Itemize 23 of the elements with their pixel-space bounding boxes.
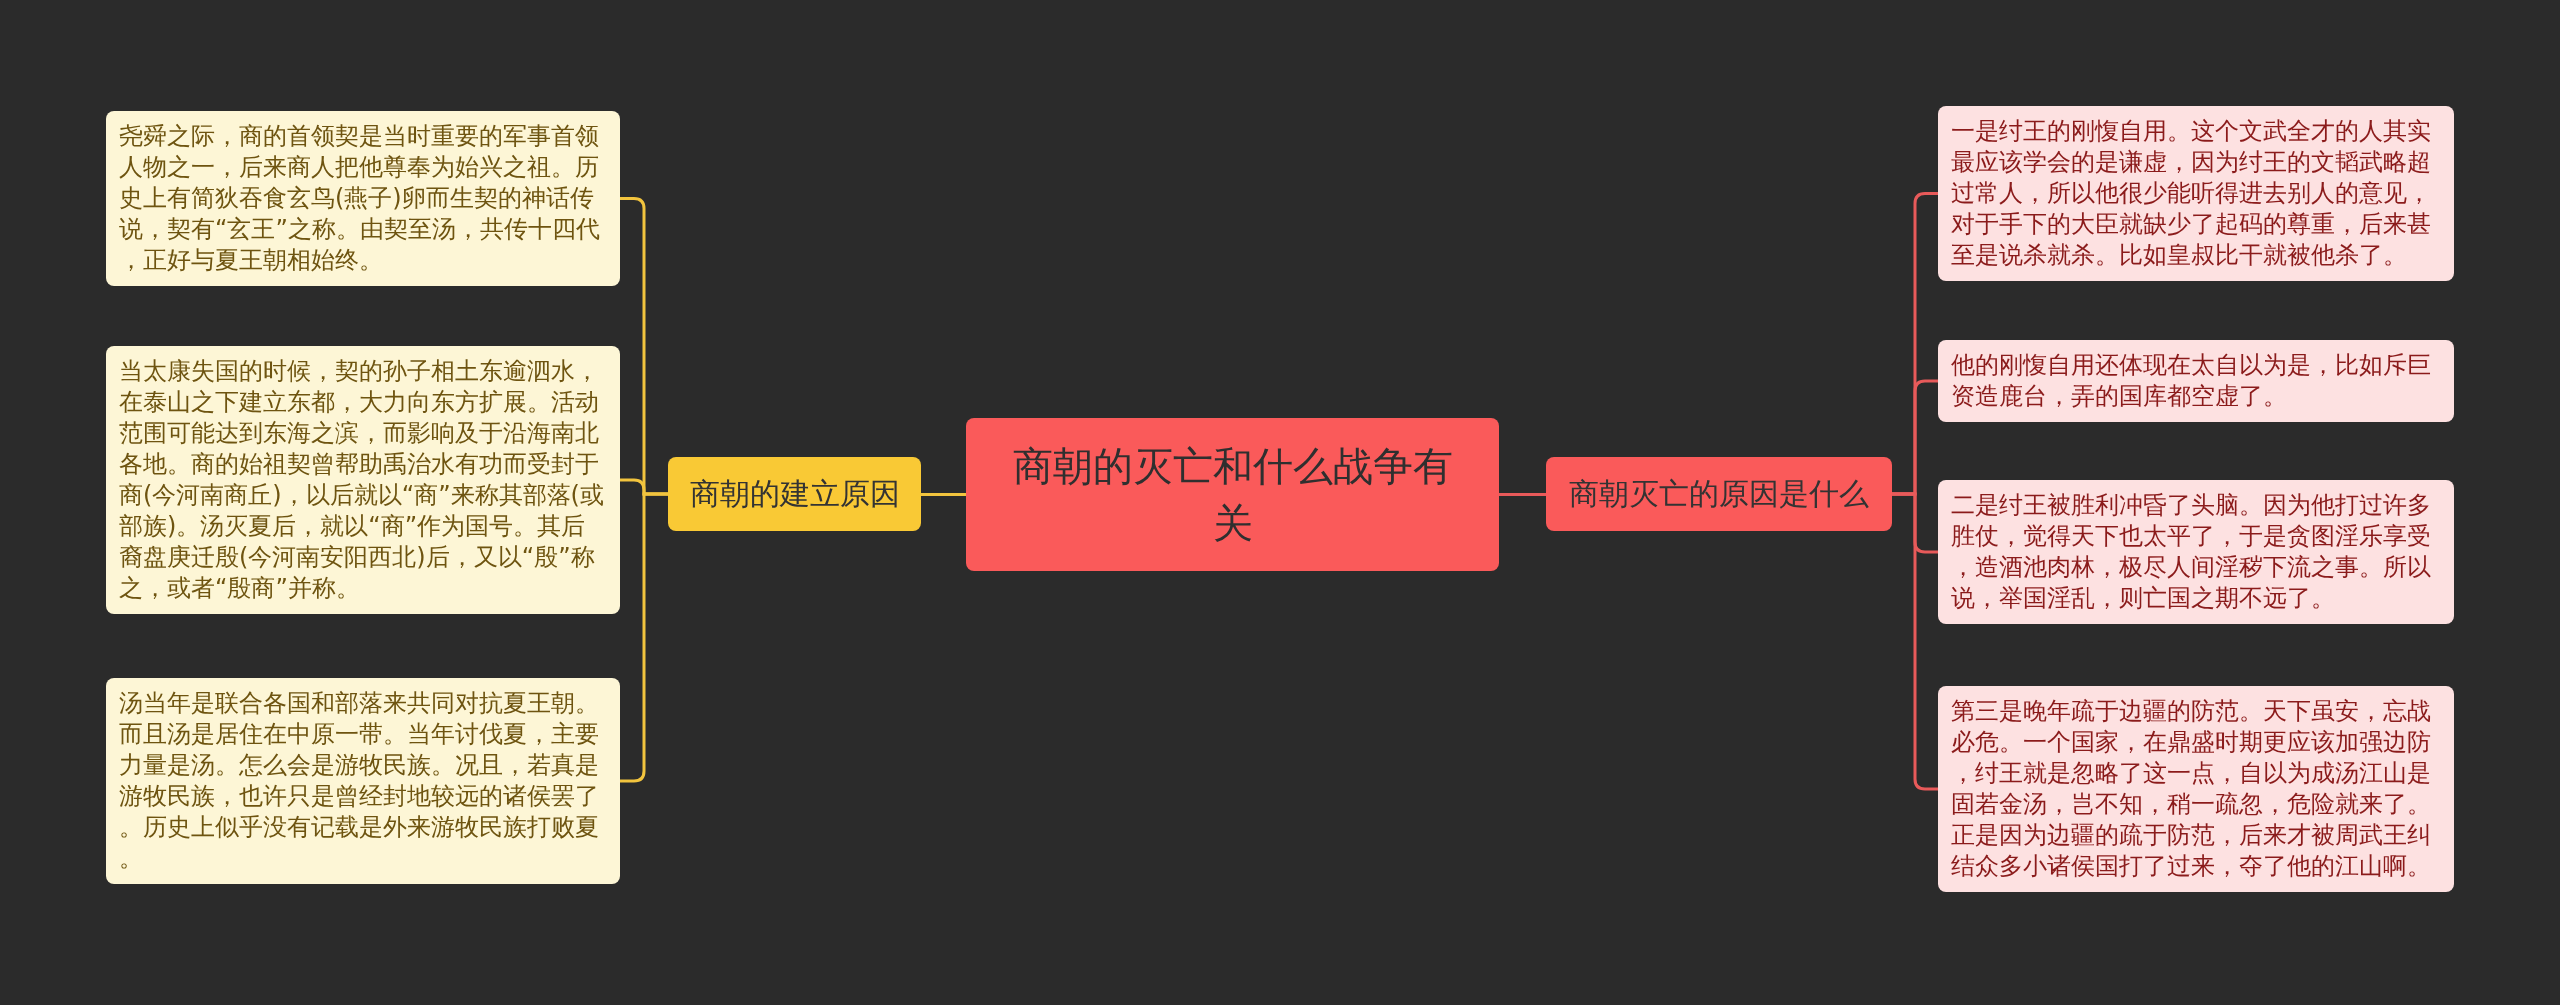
- note-card: [1938, 480, 2454, 624]
- note-text: 当太康失国的时候，契的孙子相土东逾泗水，在泰山之下建立东都，大力向东方扩展。活动范围可能达到东海之滨，而影响及于沿海南北各地。商的始祖契曾帮助禹治水有功而受封于商(今河南商丘)，以后就以“商”来称其部落(或部族)。汤灭夏后，就以“商”作为国号。其后裔盘庚迁殷(今河南安阳西北)后，又以“殷”称之，或者“殷商”并称。: [119, 356, 605, 604]
- connector-line: [1499, 493, 1546, 496]
- central-topic-box: [966, 418, 1499, 571]
- connector-line: [921, 493, 966, 496]
- note-card: [106, 111, 620, 286]
- note-text: 二是纣王被胜利冲昏了头脑。因为他打过许多胜仗，觉得天下也太平了，于是贪图淫乐享受，造酒池肉林，极尽人间淫秽下流之事。所以说，举国淫乱，则亡国之期不远了。: [1951, 490, 2432, 614]
- note-text: 尧舜之际，商的首领契是当时重要的军事首领人物之一，后来商人把他尊奉为始兴之祖。历史上有简狄吞食玄鸟(燕子)卵而生契的神话传说，契有“玄王”之称。由契至汤，共传十四代，正好与夏王朝相始终。: [119, 121, 601, 276]
- note-text: 他的刚愎自用还体现在太自以为是，比如斥巨资造鹿台，弄的国库都空虚了。: [1951, 350, 2432, 412]
- topic-text: 商朝的灭亡和什么战争有关: [1011, 441, 1454, 548]
- connector-line: [1892, 492, 1938, 791]
- connector-line: [620, 492, 668, 783]
- note-card: [1938, 106, 2454, 281]
- subtopic-box: [668, 457, 921, 531]
- note-card: [1938, 686, 2454, 892]
- subtopic-text: 商朝的建立原因: [689, 475, 900, 513]
- note-card: [106, 678, 620, 884]
- note-card: [1938, 340, 2454, 422]
- note-text: 汤当年是联合各国和部落来共同对抗夏王朝。而且汤是居住在中原一带。当年讨伐夏，主要力量是汤。怎么会是游牧民族。况且，若真是游牧民族，也许只是曾经封地较远的诸侯罢了。历史上似乎没有记载是外来游牧民族打败夏。: [119, 688, 600, 874]
- subtopic-text: 商朝灭亡的原因是什么: [1569, 475, 1869, 513]
- note-text: 第三是晚年疏于边疆的防范。天下虽安，忘战必危。一个国家，在鼎盛时期更应该加强边防，纣王就是忽略了这一点，自以为成汤江山是固若金汤，岂不知，稍一疏忽，危险就来了。正是因为边疆的疏于防范，后来才被周武王纠结众多小诸侯国打了过来，夺了他的江山啊。: [1951, 696, 2432, 882]
- subtopic-box: [1546, 457, 1892, 531]
- note-text: 一是纣王的刚愎自用。这个文武全才的人其实最应该学会的是谦虚，因为纣王的文韬武略超过常人，所以他很少能听得进去别人的意见，对于手下的大臣就缺少了起码的尊重，后来甚至是说杀就杀。比如皇叔比干就被他杀了。: [1951, 116, 2432, 271]
